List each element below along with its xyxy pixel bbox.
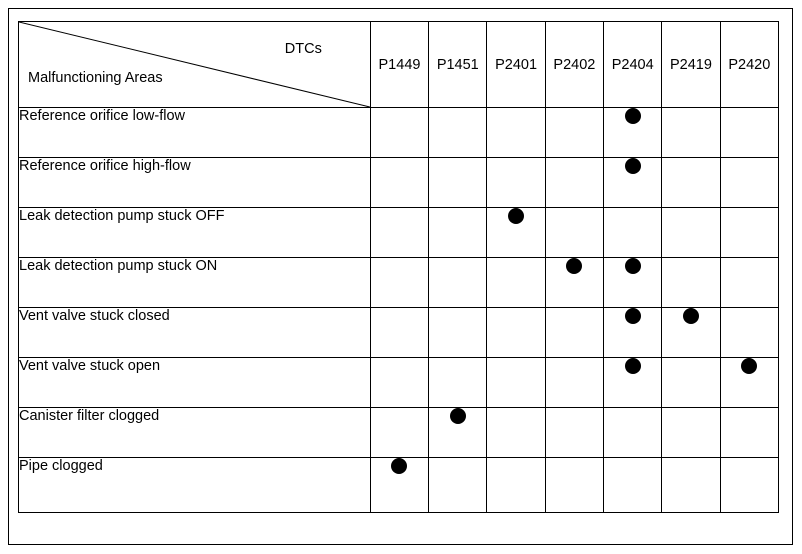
matrix-cell-p1449	[369, 357, 430, 408]
filled-circle-icon	[682, 308, 699, 324]
matrix-cell-p2401	[486, 307, 546, 358]
diagonal-divider-icon	[19, 22, 370, 107]
matrix-cell-p2402	[544, 207, 605, 258]
filled-circle-icon	[624, 258, 641, 274]
page-frame: DTCs Malfunctioning Areas P1449 P1451 P2…	[8, 8, 793, 545]
matrix-cell-p2420	[719, 107, 780, 158]
matrix-cell-p1451	[428, 407, 488, 458]
column-header-p2420: P2420	[719, 21, 780, 108]
filled-circle-icon	[624, 108, 641, 124]
malfunction-area-label: Vent valve stuck open	[18, 357, 371, 408]
matrix-cell-p2420	[719, 357, 780, 408]
dtc-malfunction-matrix: DTCs Malfunctioning Areas P1449 P1451 P2…	[18, 21, 780, 513]
malfunction-area-label: Leak detection pump stuck OFF	[18, 207, 371, 258]
matrix-cell-p2419	[661, 307, 721, 358]
table-row: Pipe clogged	[18, 457, 780, 513]
matrix-cell-p1451	[428, 257, 488, 308]
matrix-cell-p1449	[369, 257, 430, 308]
matrix-cell-p2420	[719, 457, 780, 513]
matrix-cell-p1449	[369, 307, 430, 358]
filled-circle-icon	[741, 358, 758, 374]
column-header-p2401: P2401	[486, 21, 546, 108]
malfunction-area-label: Reference orifice high-flow	[18, 157, 371, 208]
column-axis-label: DTCs	[284, 41, 322, 57]
matrix-cell-p2401	[486, 357, 546, 408]
matrix-cell-p2401	[486, 257, 546, 308]
matrix-cell-p2420	[719, 157, 780, 208]
matrix-cell-p1449	[369, 107, 430, 158]
table-row: Reference orifice high-flow	[18, 157, 780, 208]
matrix-cell-p2402	[544, 157, 605, 208]
matrix-cell-p1449	[369, 207, 430, 258]
table-row: Canister filter clogged	[18, 407, 780, 458]
filled-circle-icon	[624, 308, 641, 324]
malfunction-area-label: Leak detection pump stuck ON	[18, 257, 371, 308]
matrix-cell-p2419	[661, 407, 721, 458]
matrix-cell-p2419	[661, 207, 721, 258]
matrix-cell-p1451	[428, 207, 488, 258]
malfunction-area-label: Vent valve stuck closed	[18, 307, 371, 358]
matrix-cell-p2420	[719, 307, 780, 358]
column-header-p1449: P1449	[369, 21, 430, 108]
matrix-cell-p1449	[369, 407, 430, 458]
matrix-cell-p2402	[544, 357, 605, 408]
row-axis-label: Malfunctioning Areas	[28, 70, 163, 86]
matrix-cell-p2401	[486, 157, 546, 208]
matrix-cell-p2402	[544, 457, 605, 513]
filled-circle-icon	[624, 358, 641, 374]
column-header-p1451: P1451	[428, 21, 488, 108]
matrix-cell-p1451	[428, 357, 488, 408]
matrix-corner-header: DTCs Malfunctioning Areas	[18, 21, 371, 108]
matrix-cell-p2420	[719, 257, 780, 308]
matrix-cell-p2404	[603, 207, 663, 258]
matrix-cell-p2404	[603, 457, 663, 513]
matrix-cell-p2419	[661, 357, 721, 408]
matrix-cell-p2402	[544, 107, 605, 158]
filled-circle-icon	[449, 408, 466, 424]
matrix-cell-p2401	[486, 107, 546, 158]
filled-circle-icon	[508, 208, 525, 224]
matrix-cell-p2404	[603, 357, 663, 408]
matrix-cell-p1451	[428, 457, 488, 513]
malfunction-area-label: Canister filter clogged	[18, 407, 371, 458]
matrix-cell-p2404	[603, 107, 663, 158]
table-row: Vent valve stuck open	[18, 357, 780, 408]
matrix-cell-p2402	[544, 407, 605, 458]
matrix-cell-p1451	[428, 107, 488, 158]
matrix-cell-p2404	[603, 407, 663, 458]
matrix-cell-p2420	[719, 207, 780, 258]
matrix-cell-p2404	[603, 157, 663, 208]
malfunction-area-label: Pipe clogged	[18, 457, 371, 513]
filled-circle-icon	[566, 258, 583, 274]
matrix-cell-p2402	[544, 307, 605, 358]
matrix-cell-p1449	[369, 457, 430, 513]
filled-circle-icon	[624, 158, 641, 174]
column-header-p2402: P2402	[544, 21, 605, 108]
matrix-cell-p1451	[428, 157, 488, 208]
malfunction-area-label: Reference orifice low-flow	[18, 107, 371, 158]
matrix-cell-p1449	[369, 157, 430, 208]
matrix-cell-p2420	[719, 407, 780, 458]
table-row: Reference orifice low-flow	[18, 107, 780, 158]
table-header-row: DTCs Malfunctioning Areas P1449 P1451 P2…	[18, 21, 780, 108]
matrix-cell-p2419	[661, 457, 721, 513]
matrix-cell-p2401	[486, 457, 546, 513]
filled-circle-icon	[391, 458, 408, 474]
column-header-p2404: P2404	[603, 21, 663, 108]
matrix-cell-p2401	[486, 207, 546, 258]
matrix-cell-p2401	[486, 407, 546, 458]
matrix-cell-p2402	[544, 257, 605, 308]
matrix-cell-p2404	[603, 307, 663, 358]
matrix-cell-p1451	[428, 307, 488, 358]
table-row: Vent valve stuck closed	[18, 307, 780, 358]
matrix-cell-p2404	[603, 257, 663, 308]
matrix-cell-p2419	[661, 107, 721, 158]
matrix-cell-p2419	[661, 157, 721, 208]
table-row: Leak detection pump stuck ON	[18, 257, 780, 308]
table-row: Leak detection pump stuck OFF	[18, 207, 780, 258]
column-header-p2419: P2419	[661, 21, 721, 108]
matrix-cell-p2419	[661, 257, 721, 308]
